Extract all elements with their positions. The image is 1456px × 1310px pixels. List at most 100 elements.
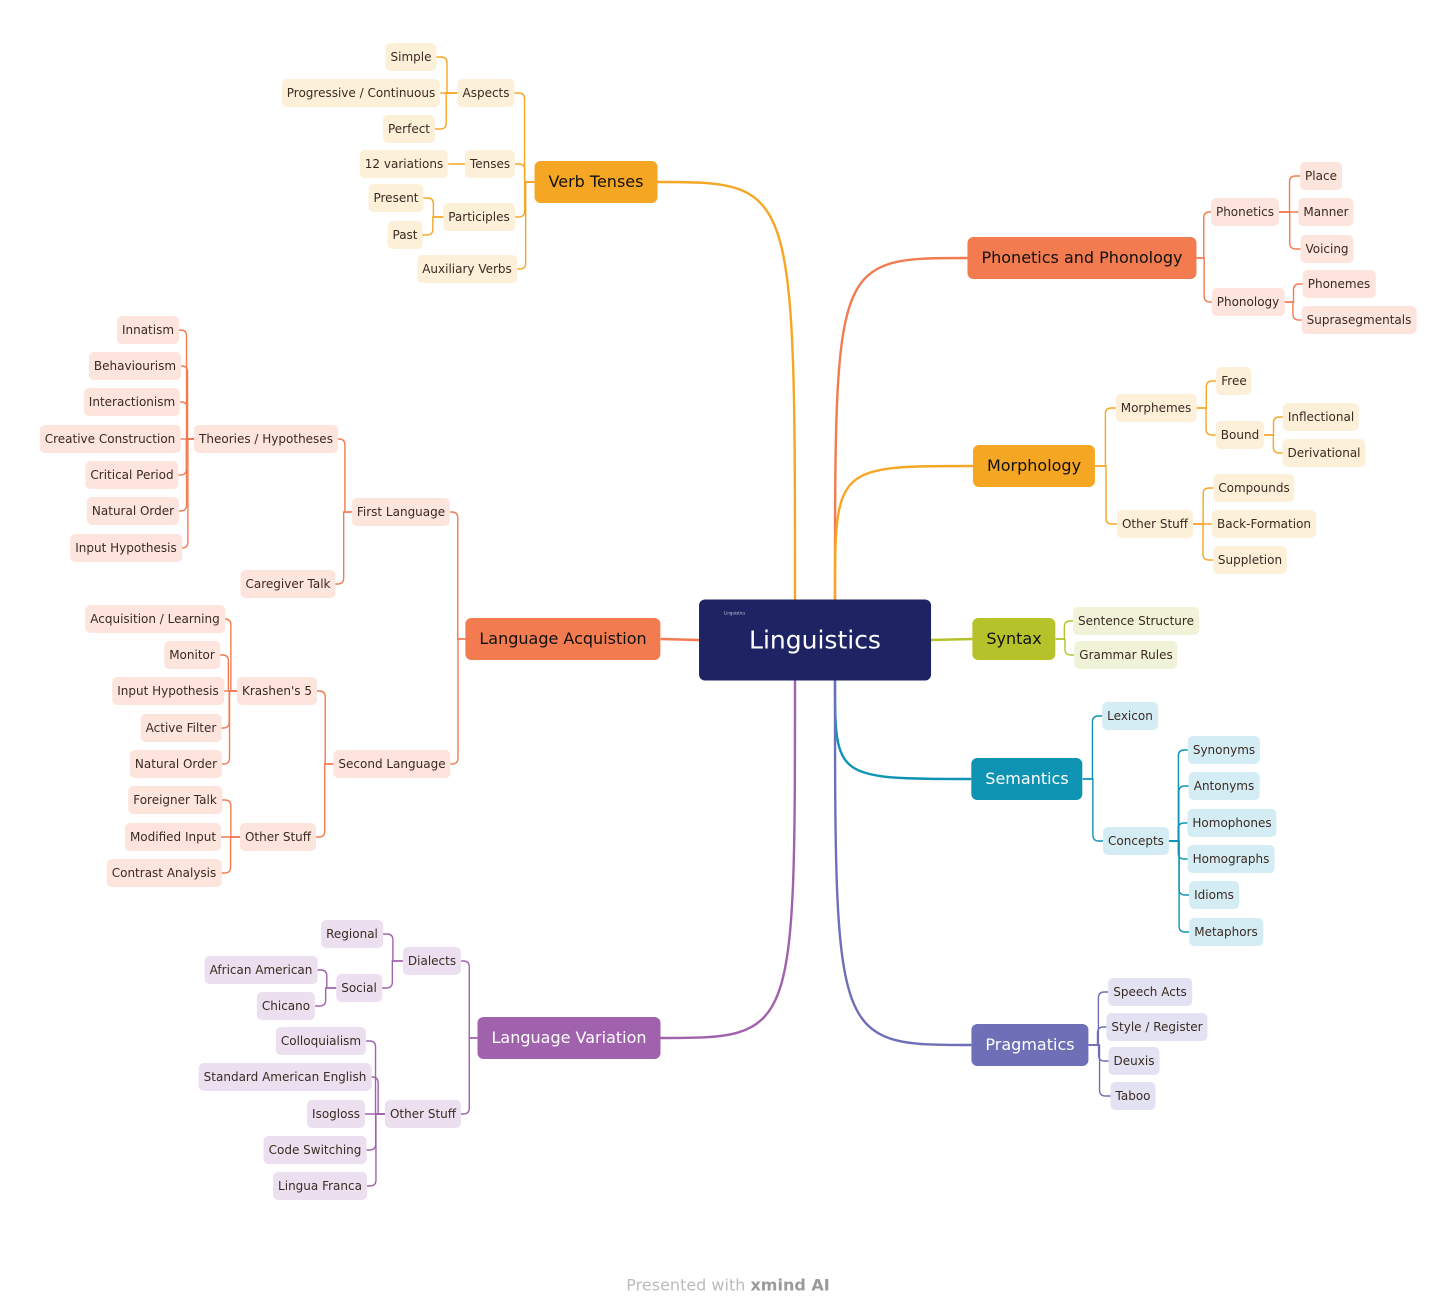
topic-aspects[interactable]: Aspects (457, 79, 515, 107)
topic-derivational[interactable]: Derivational (1282, 439, 1366, 467)
topic-critical-period[interactable]: Critical Period (85, 461, 179, 489)
topic-lexicon[interactable]: Lexicon (1102, 702, 1158, 730)
topic-deuxis[interactable]: Deuxis (1108, 1047, 1160, 1075)
branch-phonetics-and-phonology[interactable]: Phonetics and Phonology (967, 237, 1197, 279)
topic-compounds[interactable]: Compounds (1213, 474, 1295, 502)
topic-idioms[interactable]: Idioms (1189, 881, 1239, 909)
connector-line (1168, 840, 1188, 860)
topic-interactionism[interactable]: Interactionism (83, 388, 181, 416)
topic-auxiliary-verbs[interactable]: Auxiliary Verbs (417, 255, 517, 283)
topic-creative-construction[interactable]: Creative Construction (39, 425, 181, 453)
topic-regional[interactable]: Regional (321, 920, 383, 948)
topic-homographs[interactable]: Homographs (1187, 845, 1275, 873)
branch-semantics[interactable]: Semantics (971, 758, 1083, 800)
connector-line (382, 933, 403, 962)
topic-phonetics[interactable]: Phonetics (1210, 198, 1280, 226)
connector-line (514, 92, 535, 183)
connector-line (461, 960, 478, 1039)
connector-line (219, 654, 237, 692)
topic-code-switching[interactable]: Code Switching (263, 1136, 367, 1164)
topic-input-hypothesis[interactable]: Input Hypothesis (70, 534, 182, 562)
topic-homophones[interactable]: Homophones (1187, 809, 1277, 837)
topic-synonyms[interactable]: Synonyms (1187, 736, 1261, 764)
topic-phonemes[interactable]: Phonemes (1302, 270, 1376, 298)
topic-metaphors[interactable]: Metaphors (1189, 918, 1263, 946)
topic-tenses[interactable]: Tenses (464, 150, 516, 178)
topic-back-formation[interactable]: Back-Formation (1211, 510, 1317, 538)
topic-monitor[interactable]: Monitor (164, 641, 220, 669)
topic-12-variations[interactable]: 12 variations (359, 150, 449, 178)
topic-lingua-franca[interactable]: Lingua Franca (273, 1172, 367, 1200)
topic-suppletion[interactable]: Suppletion (1212, 546, 1288, 574)
topic-behaviourism[interactable]: Behaviourism (88, 352, 182, 380)
topic-standard-american-english[interactable]: Standard American English (198, 1063, 372, 1091)
topic-dialects[interactable]: Dialects (402, 947, 462, 975)
topic-innatism[interactable]: Innatism (116, 316, 180, 344)
connector-line (1088, 1044, 1109, 1062)
topic-place[interactable]: Place (1300, 162, 1342, 190)
topic-concepts[interactable]: Concepts (1103, 827, 1169, 855)
topic-social[interactable]: Social (336, 974, 382, 1002)
topic-past[interactable]: Past (387, 221, 423, 249)
topic-simple[interactable]: Simple (385, 43, 437, 71)
topic-krashen-s-5[interactable]: Krashen's 5 (236, 677, 318, 705)
topic-perfect[interactable]: Perfect (382, 115, 436, 143)
topic-theories-hypotheses[interactable]: Theories / Hypotheses (194, 425, 338, 453)
connector-line (366, 1040, 385, 1115)
branch-language-variation[interactable]: Language Variation (477, 1017, 661, 1059)
topic-chicano[interactable]: Chicano (256, 992, 316, 1020)
topic-modified-input[interactable]: Modified Input (124, 823, 222, 851)
topic-foreigner-talk[interactable]: Foreigner Talk (128, 786, 222, 814)
connector-line (423, 197, 444, 218)
topic-suprasegmentals[interactable]: Suprasegmentals (1301, 306, 1417, 334)
topic-phonology[interactable]: Phonology (1211, 288, 1285, 316)
topic-inflectional[interactable]: Inflectional (1282, 403, 1360, 431)
connector-line (833, 256, 968, 600)
topic-caregiver-talk[interactable]: Caregiver Talk (240, 570, 336, 598)
footer-prefix: Presented with (626, 1275, 746, 1295)
branch-language-acquistion[interactable]: Language Acquistion (465, 618, 661, 660)
topic-contrast-analysis[interactable]: Contrast Analysis (106, 859, 222, 887)
topic-manner[interactable]: Manner (1298, 198, 1354, 226)
connector-line (1193, 523, 1213, 561)
branch-pragmatics[interactable]: Pragmatics (971, 1024, 1089, 1066)
topic-style-register[interactable]: Style / Register (1106, 1013, 1208, 1041)
connector-line (833, 464, 973, 600)
topic-first-language[interactable]: First Language (351, 498, 451, 526)
topic-other-stuff[interactable]: Other Stuff (239, 823, 317, 851)
topic-speech-acts[interactable]: Speech Acts (1108, 978, 1192, 1006)
topic-natural-order[interactable]: Natural Order (86, 497, 180, 525)
topic-active-filter[interactable]: Active Filter (140, 714, 222, 742)
topic-bound[interactable]: Bound (1215, 421, 1265, 449)
topic-natural-order[interactable]: Natural Order (129, 750, 223, 778)
topic-second-language[interactable]: Second Language (333, 750, 451, 778)
branch-morphology[interactable]: Morphology (972, 445, 1096, 487)
connector-line (435, 92, 458, 130)
topic-antonyms[interactable]: Antonyms (1188, 772, 1260, 800)
topic-present[interactable]: Present (368, 184, 424, 212)
topic-voicing[interactable]: Voicing (1300, 235, 1354, 263)
topic-sentence-structure[interactable]: Sentence Structure (1073, 607, 1199, 635)
topic-morphemes[interactable]: Morphemes (1115, 394, 1197, 422)
connector-line (1168, 840, 1190, 933)
topic-african-american[interactable]: African American (204, 956, 318, 984)
topic-other-stuff[interactable]: Other Stuff (1116, 510, 1194, 538)
topic-acquisition-learning[interactable]: Acquisition / Learning (85, 605, 225, 633)
topic-isogloss[interactable]: Isogloss (307, 1100, 365, 1128)
topic-progressive-continuous[interactable]: Progressive / Continuous (281, 79, 441, 107)
connector-line (1284, 301, 1302, 321)
connector-line (1168, 785, 1189, 842)
branch-syntax[interactable]: Syntax (972, 618, 1056, 660)
topic-colloquialism[interactable]: Colloquialism (275, 1027, 367, 1055)
connector-line (315, 987, 337, 1007)
topic-input-hypothesis[interactable]: Input Hypothesis (112, 677, 224, 705)
topic-other-stuff[interactable]: Other Stuff (384, 1100, 462, 1128)
topic-free[interactable]: Free (1216, 367, 1252, 395)
connector-line (1168, 749, 1188, 842)
topic-taboo[interactable]: Taboo (1110, 1082, 1156, 1110)
topic-grammar-rules[interactable]: Grammar Rules (1074, 641, 1178, 669)
branch-verb-tenses[interactable]: Verb Tenses (534, 161, 658, 203)
connector-line (371, 1076, 385, 1115)
topic-participles[interactable]: Participles (443, 203, 515, 231)
